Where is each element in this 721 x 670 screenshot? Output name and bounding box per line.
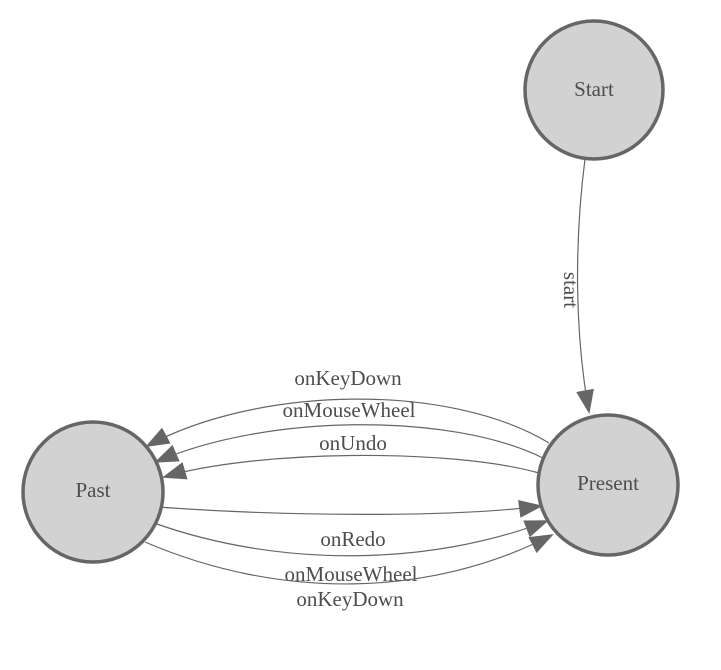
node-start: Start — [523, 19, 665, 161]
edge-past-to-present-onredo: onRedo — [157, 499, 543, 551]
edge-label-onredo: onRedo — [320, 527, 385, 551]
edge-path-onundo — [162, 454, 540, 480]
edge-path-onkeydown-top — [145, 398, 550, 447]
edge-path-onredo — [157, 499, 543, 518]
edge-label-onkeydown-top: onKeyDown — [294, 366, 402, 390]
node-past: Past — [21, 420, 165, 564]
edge-label-onundo: onUndo — [319, 431, 387, 455]
node-label-start: Start — [574, 77, 614, 101]
edge-label-onmousewheel-top: onMouseWheel — [283, 398, 416, 422]
edge-label-onkeydown-bottom: onKeyDown — [296, 587, 404, 611]
node-past-circle — [21, 420, 165, 564]
edge-start-to-present: start — [559, 158, 594, 414]
node-start-circle — [523, 19, 665, 161]
edge-path-onmousewheel-bottom — [153, 520, 549, 557]
node-present: Present — [536, 413, 680, 557]
edge-past-to-present-onkeydown: onKeyDown — [144, 534, 554, 611]
edge-path-onmousewheel-top — [154, 424, 544, 463]
edge-present-to-past-onmousewheel: onMouseWheel — [154, 398, 544, 463]
edge-present-to-past-onundo: onUndo — [162, 431, 540, 480]
node-present-circle — [536, 413, 680, 557]
edge-present-to-past-onkeydown: onKeyDown — [145, 366, 550, 447]
edge-path-start — [576, 158, 594, 414]
node-label-present: Present — [577, 471, 639, 495]
node-label-past: Past — [75, 478, 110, 502]
edge-label-start: start — [559, 272, 583, 308]
edge-path-onkeydown-bottom — [144, 534, 554, 585]
